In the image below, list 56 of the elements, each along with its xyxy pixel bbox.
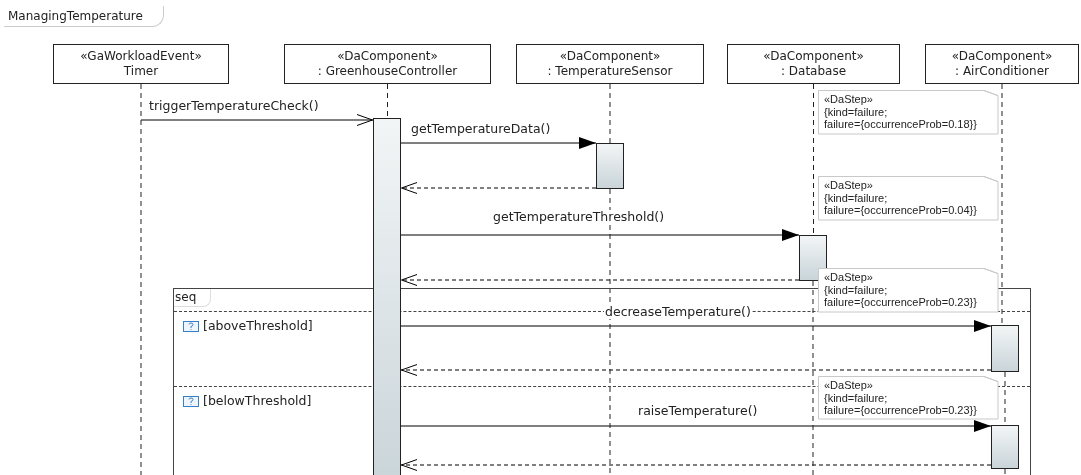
message-arrow xyxy=(400,229,800,241)
lifeline xyxy=(812,280,814,475)
stereotype-label: «DaComponent» xyxy=(558,49,662,64)
lifeline-name: : GreenhouseController xyxy=(316,64,459,79)
stereotype-label: «DaComponent» xyxy=(336,49,439,64)
lifeline-head-box xyxy=(53,44,229,84)
lifeline-name: : AirConditioner xyxy=(954,64,1050,79)
lifeline xyxy=(387,83,388,119)
stereotype-label: «DaStep» xyxy=(824,93,874,106)
lifeline-name: Timer xyxy=(122,64,160,79)
message-label: getTemperatureData() xyxy=(410,122,552,136)
activation-bar xyxy=(373,118,401,475)
stereotype-label: «DaStep» xyxy=(824,379,874,392)
activation-bar xyxy=(596,143,624,189)
lifeline xyxy=(1004,468,1006,475)
lifeline-head-box xyxy=(925,44,1079,84)
message-arrow xyxy=(400,320,992,332)
note-text: {kind=failure; failure={occurrenceProb=0.18}} xyxy=(824,105,978,131)
message-label: decreaseTemperature() xyxy=(604,305,752,319)
lifeline-head-box xyxy=(727,44,900,84)
lifeline-head-box xyxy=(516,44,704,84)
note-text: {kind=failure; failure={occurrenceProb=0.23}} xyxy=(824,283,978,309)
stereotype-label: «DaComponent» xyxy=(762,49,865,64)
return-arrow xyxy=(400,274,800,286)
message-label: raiseTemperature() xyxy=(637,404,759,418)
stereotype-label: «GaWorkloadEvent» xyxy=(79,49,203,64)
lifeline xyxy=(1001,83,1003,326)
lifeline xyxy=(609,188,611,475)
activation-bar xyxy=(991,425,1019,469)
message-label: getTemperatureThreshold() xyxy=(492,210,666,224)
note-text: {kind=failure; failure={occurrenceProb=0.04}} xyxy=(824,191,978,217)
message-arrow xyxy=(400,137,597,149)
note-box xyxy=(818,90,999,135)
return-arrow xyxy=(400,182,597,194)
note-box xyxy=(818,268,999,313)
guard-condition: [belowThreshold] xyxy=(203,394,312,408)
lifeline xyxy=(140,83,142,475)
lifeline-name: : TemperatureSensor xyxy=(546,64,674,79)
stereotype-label: «DaStep» xyxy=(824,271,874,284)
stereotype-label: «DaComponent» xyxy=(950,49,1054,64)
stereotype-label: «DaStep» xyxy=(824,179,874,192)
diagram-title: ManagingTemperature xyxy=(4,6,164,27)
guard-condition: [aboveThreshold] xyxy=(203,319,313,333)
lifeline-head-box xyxy=(284,44,491,84)
lifeline-name: : Database xyxy=(779,64,848,79)
note-box xyxy=(818,176,999,221)
note-text: {kind=failure; failure={occurrenceProb=0.23}} xyxy=(824,391,978,417)
fragment-operator: seq xyxy=(174,289,212,307)
return-arrow xyxy=(400,364,992,376)
lifeline xyxy=(609,83,611,144)
message-arrow xyxy=(140,114,374,126)
activation-bar xyxy=(991,325,1019,372)
lifeline xyxy=(813,83,814,236)
return-arrow xyxy=(400,459,992,471)
message-arrow xyxy=(400,420,992,432)
message-label: triggerTemperatureCheck() xyxy=(148,99,320,113)
